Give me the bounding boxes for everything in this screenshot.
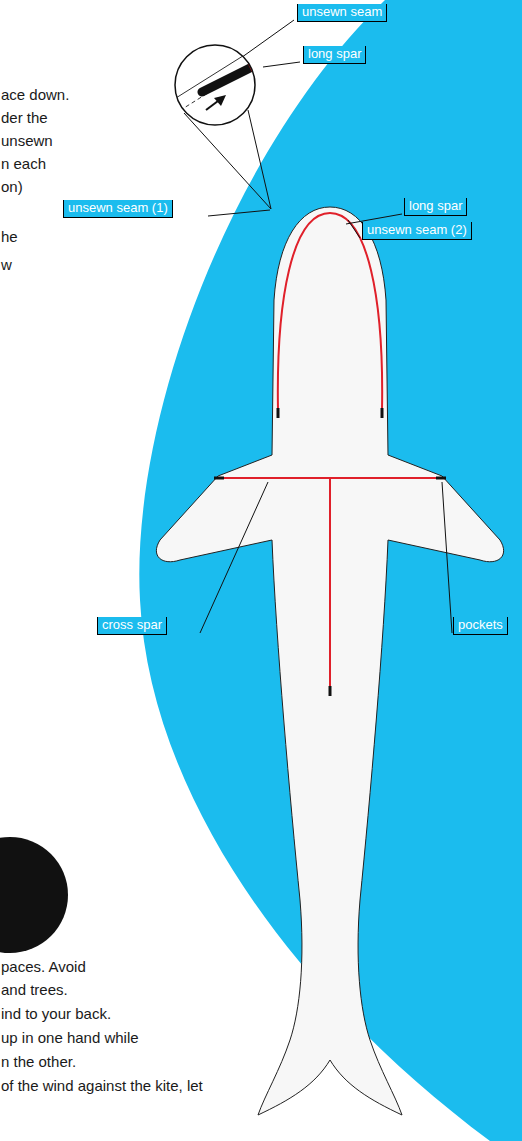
section-marker (0, 837, 68, 953)
instruction-text: on) (0, 178, 23, 196)
callout-label: unsewn seam (1) (63, 200, 173, 218)
zoom-circle-outline (175, 45, 255, 125)
pocket-marks (214, 408, 446, 696)
whale-kite (156, 207, 503, 1115)
callout-label: long spar (404, 198, 467, 216)
instruction-text: n each (0, 155, 46, 173)
instruction-text: w (0, 256, 12, 274)
callout-label: cross spar (97, 617, 167, 635)
instruction-text: ind to your back. (0, 1005, 111, 1023)
long-spar (278, 213, 382, 410)
instruction-text: n the other. (0, 1053, 76, 1071)
instruction-text: and trees. (0, 981, 68, 999)
callout-label: pockets (453, 617, 508, 635)
callout-label: long spar (303, 46, 366, 64)
zoom-circle (175, 45, 255, 125)
zoom-detail (160, 44, 270, 118)
instruction-text: ace down. (0, 86, 69, 104)
instruction-text: der the (0, 109, 48, 127)
spine-spar (329, 478, 331, 688)
callout-label: unsewn seam (297, 4, 387, 22)
instruction-text: paces. Avoid (0, 958, 86, 976)
instruction-text: up in one hand while (0, 1029, 139, 1047)
blue-disc (139, 0, 522, 1141)
instruction-text: unsewn (0, 132, 53, 150)
cross-spar (220, 477, 440, 479)
instruction-text: of the wind against the kite, let (0, 1077, 203, 1095)
callout-label: unsewn seam (2) (362, 222, 472, 240)
instruction-text: he (0, 228, 18, 246)
